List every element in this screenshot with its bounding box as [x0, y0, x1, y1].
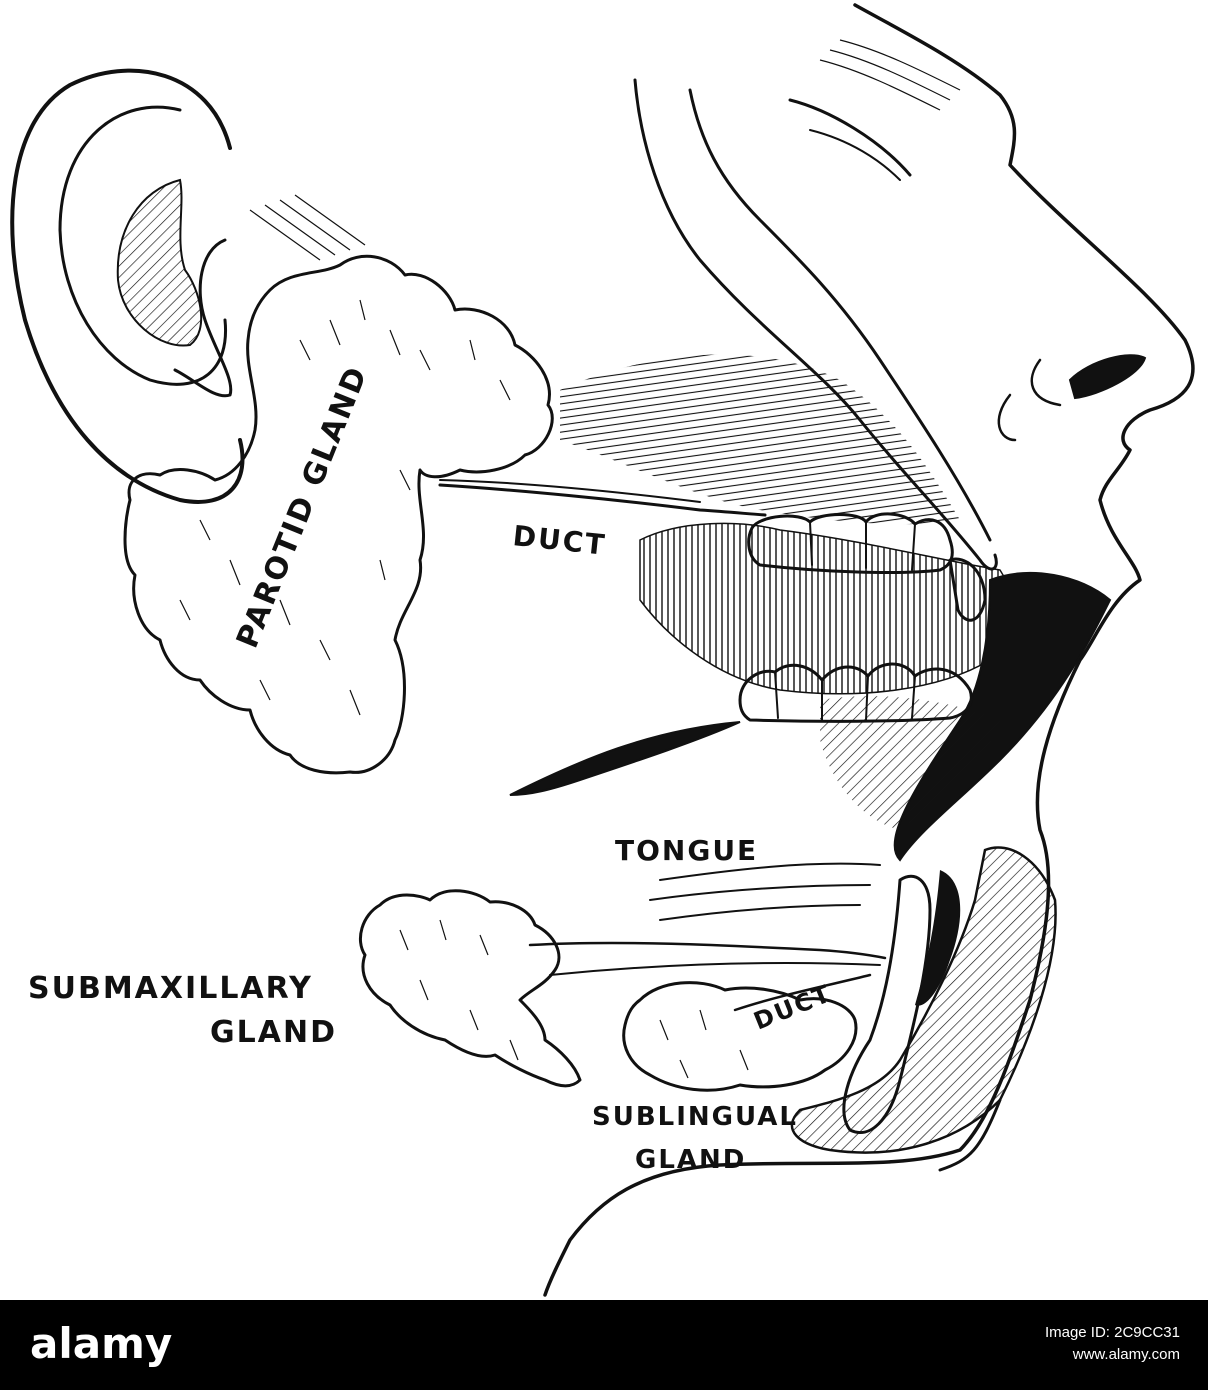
label-sublingual-line1: SUBLINGUAL: [592, 1102, 798, 1132]
label-duct-upper: DUCT: [511, 519, 608, 562]
submaxillary-duct: [528, 941, 887, 960]
alamy-logo: alamy: [30, 1319, 172, 1368]
stock-footer: alamy Image ID: 2C9CC31 www.alamy.com: [0, 1300, 1208, 1390]
mouth-interior: [509, 354, 1112, 862]
face-profile: [543, 3, 1195, 1297]
salivary-glands-illustration: PAROTID GLAND DUCT TONGUE SUBMAXILLARY G…: [10, 3, 1195, 1297]
lower-teeth: [738, 662, 973, 723]
jaw-section: [790, 846, 1057, 1154]
label-submaxillary-line2: GLAND: [210, 1015, 337, 1050]
label-duct-lower: DUCT: [750, 979, 836, 1035]
footer-meta: Image ID: 2C9CC31 www.alamy.com: [1045, 1322, 1180, 1366]
parotid-duct: [438, 483, 767, 517]
upper-teeth: [747, 512, 987, 622]
site-url-text: www.alamy.com: [1072, 1346, 1180, 1363]
label-sublingual-line2: GLAND: [635, 1145, 746, 1175]
parotid-gland: [123, 194, 554, 775]
tongue: [649, 862, 881, 921]
alamy-logo-text: alamy: [30, 1319, 172, 1368]
label-submaxillary-line1: SUBMAXILLARY: [28, 971, 313, 1006]
submaxillary-gland: [358, 889, 582, 1088]
sublingual-duct: [733, 973, 872, 1012]
ear-concha: [116, 178, 203, 347]
sublingual-gland: [622, 981, 858, 1092]
image-id-text: Image ID: 2C9CC31: [1044, 1324, 1180, 1341]
ear: [10, 68, 245, 504]
label-parotid-gland: PAROTID GLAND: [230, 361, 375, 653]
label-tongue: TONGUE: [615, 834, 758, 867]
